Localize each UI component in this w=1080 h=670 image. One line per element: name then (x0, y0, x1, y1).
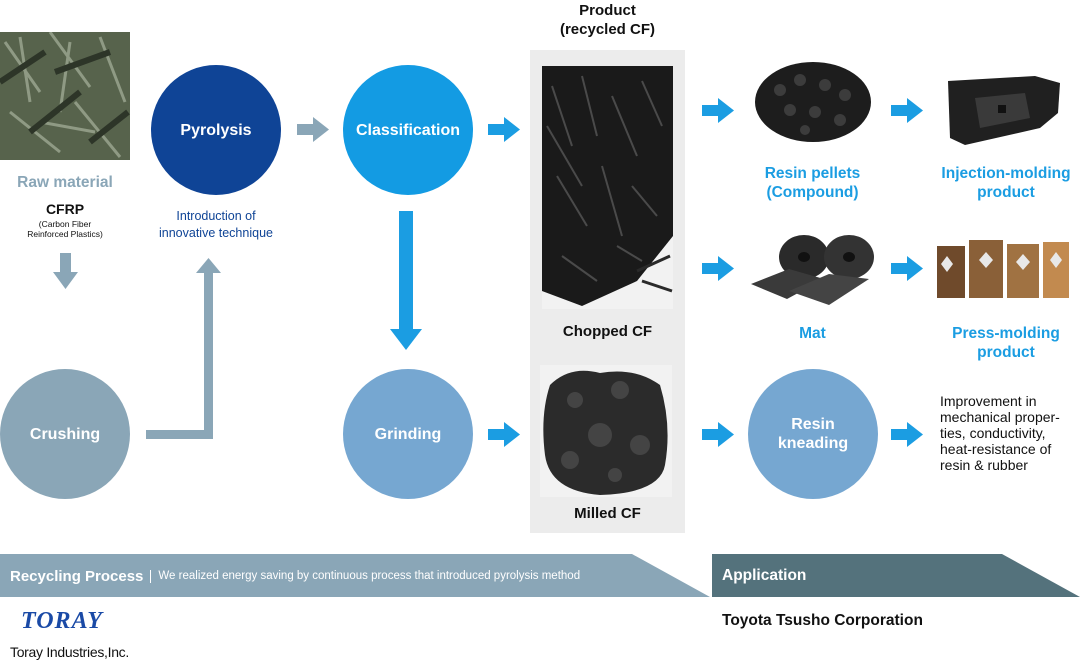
toyota-company: Toyota Tsusho Corporation (722, 612, 923, 629)
arrow-mat-to-press (891, 256, 923, 281)
milled-cf-label: Milled CF (574, 505, 641, 522)
application-band (712, 554, 1080, 597)
arrow-product-to-mat (702, 256, 734, 281)
arrow-classification-to-grinding (390, 211, 422, 350)
arrow-raw-to-crushing (53, 253, 78, 289)
arrow-grinding-to-product (488, 422, 520, 447)
recycling-band-text: Recycling Process We realized energy sav… (10, 565, 580, 587)
injection-product-label: Injection-molding product (941, 165, 1071, 201)
arrow-kneading-to-improvement (891, 422, 923, 447)
crushing-circle: Crushing (0, 369, 130, 499)
milled-cf-photo (540, 365, 672, 497)
pyrolysis-note: Introduction of innovative technique (159, 209, 273, 240)
mat-photo (749, 229, 877, 307)
resin-kneading-circle: Resin kneading (748, 369, 878, 499)
press-product-photo (935, 238, 1071, 300)
toray-logo: TORAY (21, 608, 103, 634)
arrow-product-to-pellets (702, 98, 734, 123)
product-title: Product (recycled CF) (559, 2, 656, 38)
arrow-pyrolysis-to-classification (297, 117, 329, 142)
press-product-label: Press-molding product (952, 325, 1060, 361)
chopped-cf-label: Chopped CF (562, 323, 653, 340)
cfrp-label: CFRP (45, 201, 85, 217)
arrow-product-to-kneading (702, 422, 734, 447)
crushing-label: Crushing (29, 425, 101, 443)
resin-pellets-photo (750, 50, 877, 145)
recycling-process-desc: We realized energy saving by continuous … (158, 570, 581, 582)
recycling-band (0, 554, 710, 597)
resin-kneading-label: Resin kneading (777, 416, 849, 452)
chopped-cf-photo (542, 66, 673, 309)
resin-pellets-label: Resin pellets (Compound) (764, 165, 861, 201)
arrow-classification-to-product (488, 117, 520, 142)
band-divider (150, 569, 152, 583)
cfrp-photo (0, 32, 130, 160)
grinding-circle: Grinding (343, 369, 473, 499)
cfrp-sublabel: (Carbon Fiber Reinforced Plastics) (27, 219, 103, 239)
pyrolysis-label: Pyrolysis (180, 121, 252, 139)
toray-company: Toray Industries,Inc. (10, 644, 129, 660)
raw-material-label: Raw material (17, 174, 113, 191)
arrow-crushing-to-pyrolysis (146, 258, 221, 439)
arrow-pellets-to-injection (891, 98, 923, 123)
pyrolysis-circle: Pyrolysis (151, 65, 281, 195)
classification-label: Classification (355, 121, 461, 139)
recycling-process-title: Recycling Process (10, 567, 144, 585)
application-title: Application (722, 567, 807, 584)
mat-label: Mat (799, 325, 826, 342)
grinding-label: Grinding (374, 425, 442, 443)
improvement-text: Improvement in mechanical proper- ties, … (940, 393, 1060, 473)
injection-product-photo (940, 73, 1065, 148)
classification-circle: Classification (343, 65, 473, 195)
